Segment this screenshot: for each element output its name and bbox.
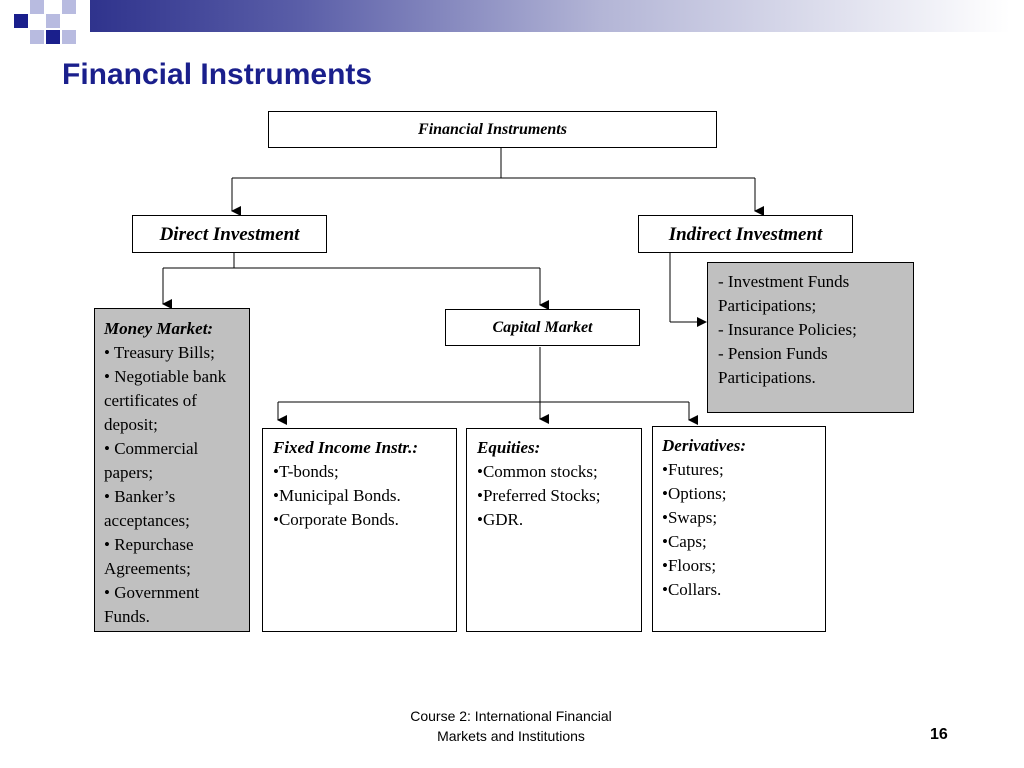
list-item: •GDR.: [477, 510, 524, 529]
equities-box: Equities: •Common stocks; •Preferred Sto…: [466, 428, 642, 632]
logo-square: [62, 30, 76, 44]
slide-title: Financial Instruments: [62, 58, 373, 91]
list-item: • Negotiable bank certificates of deposi…: [104, 367, 227, 434]
logo-square: [62, 0, 76, 14]
root-label: Financial Instruments: [418, 121, 567, 138]
list-item: • Government Funds.: [104, 583, 200, 626]
logo-square: [30, 30, 44, 44]
fixed-income-title: Fixed Income Instr.:: [273, 438, 418, 457]
footer-line: Course 2: International Financial: [410, 708, 612, 724]
logo-square: [46, 30, 60, 44]
list-item: •Swaps;: [662, 508, 718, 527]
list-item: - Investment Funds Participations;: [718, 272, 850, 315]
fixed-income-box: Fixed Income Instr.: •T-bonds; •Municipa…: [262, 428, 457, 632]
list-item: • Commercial papers;: [104, 439, 199, 482]
direct-investment-box: Direct Investment: [132, 215, 327, 253]
direct-investment-label: Direct Investment: [159, 224, 300, 245]
logo-square: [14, 14, 28, 28]
indirect-investment-box: Indirect Investment: [638, 215, 853, 253]
list-item: •Preferred Stocks;: [477, 486, 601, 505]
list-item: •Municipal Bonds.: [273, 486, 401, 505]
list-item: •Common stocks;: [477, 462, 598, 481]
list-item: - Insurance Policies;: [718, 320, 857, 339]
list-item: •Collars.: [662, 580, 722, 599]
footer-line: Markets and Institutions: [437, 728, 585, 744]
page-number: 16: [930, 726, 948, 743]
derivatives-title: Derivatives:: [662, 436, 747, 455]
list-item: •Options;: [662, 484, 727, 503]
indirect-instruments-box: - Investment Funds Participations; - Ins…: [707, 262, 914, 413]
logo-square: [30, 0, 44, 14]
header-gradient-band: [0, 0, 1024, 32]
capital-market-box: Capital Market: [445, 309, 640, 346]
logo-square: [46, 14, 60, 28]
derivatives-box: Derivatives: •Futures; •Options; •Swaps;…: [652, 426, 826, 632]
root-box: Financial Instruments: [268, 111, 717, 148]
list-item: •Futures;: [662, 460, 724, 479]
capital-market-label: Capital Market: [492, 319, 593, 336]
list-item: • Banker’s acceptances;: [104, 487, 190, 530]
equities-title: Equities:: [477, 438, 541, 457]
list-item: •T-bonds;: [273, 462, 339, 481]
list-item: • Repurchase Agreements;: [104, 535, 194, 578]
footer-course: Course 2: International Financial Market…: [380, 706, 642, 746]
list-item: •Floors;: [662, 556, 717, 575]
list-item: • Treasury Bills;: [104, 343, 215, 362]
list-item: - Pension Funds Participations.: [718, 344, 828, 387]
list-item: •Corporate Bonds.: [273, 510, 399, 529]
list-item: •Caps;: [662, 532, 707, 551]
money-market-title: Money Market:: [104, 319, 214, 338]
money-market-box: Money Market: • Treasury Bills; • Negoti…: [94, 308, 250, 632]
indirect-investment-label: Indirect Investment: [668, 224, 823, 245]
